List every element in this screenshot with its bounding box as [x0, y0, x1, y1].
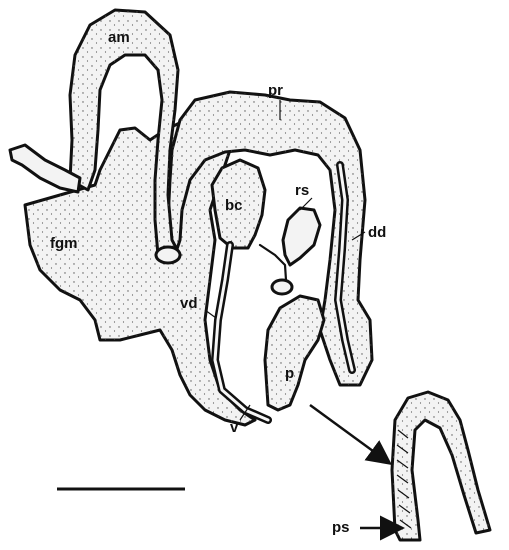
label-pr: pr: [268, 82, 283, 99]
label-bc: bc: [225, 197, 243, 214]
label-dd: dd: [368, 224, 386, 241]
label-ps: ps: [332, 519, 350, 536]
magnify-arrow: [310, 405, 388, 462]
label-fgm: fgm: [50, 235, 78, 252]
label-vd: vd: [180, 295, 198, 312]
label-rs: rs: [295, 182, 309, 199]
penis: [265, 296, 324, 410]
penis-inset: [392, 392, 490, 540]
label-v: v: [230, 419, 239, 436]
label-p: p: [285, 365, 294, 382]
receptaculum-seminis: [260, 208, 320, 294]
label-am: am: [108, 29, 130, 46]
